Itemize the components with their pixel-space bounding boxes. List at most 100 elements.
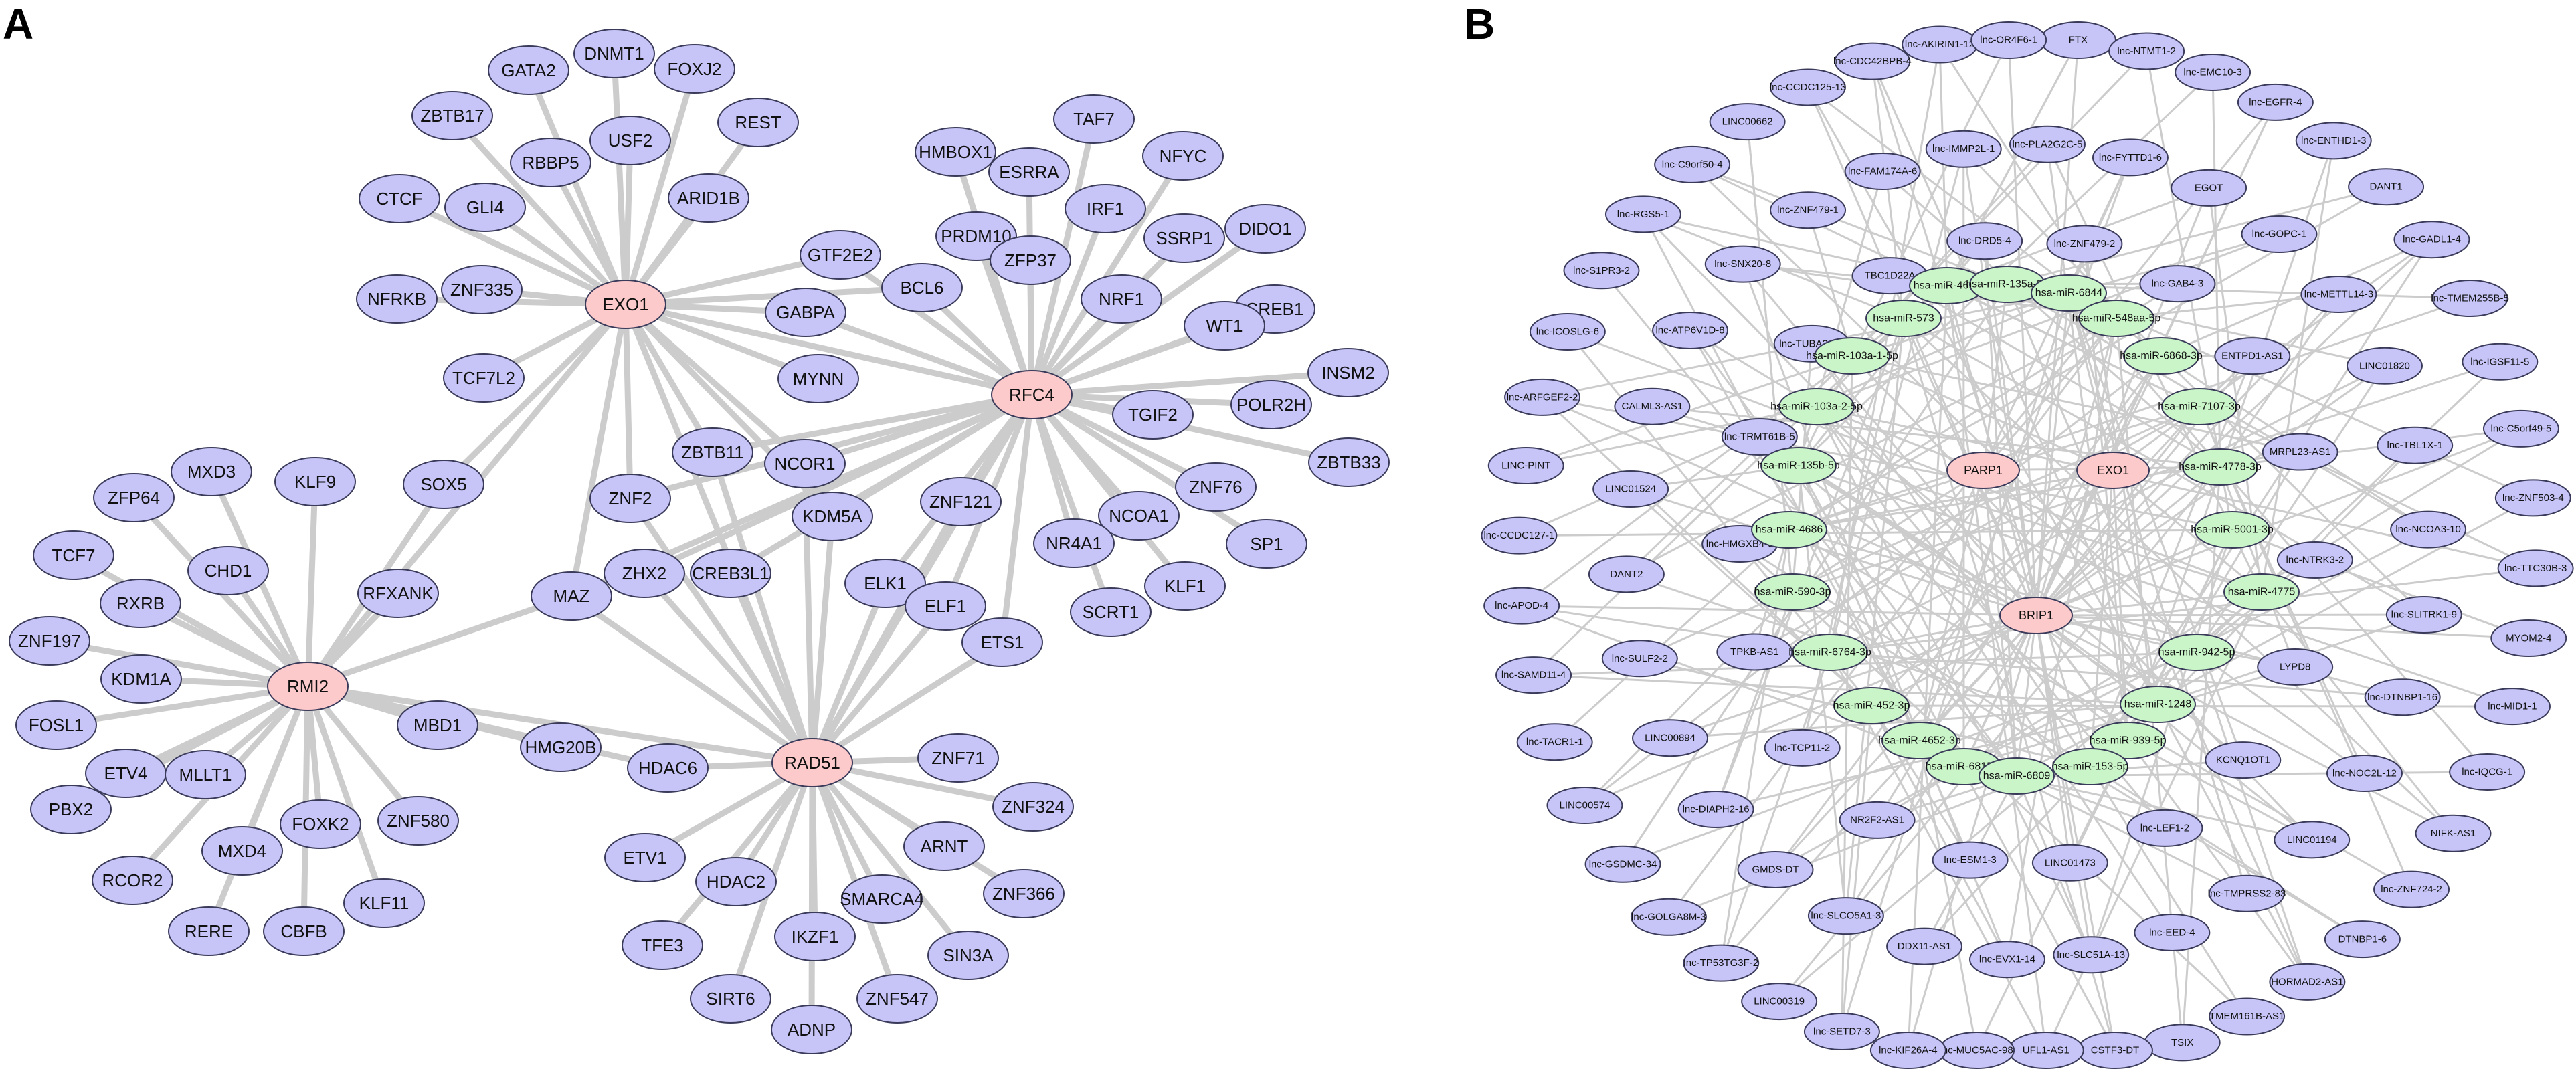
- b-node-lnc-s1pr3-2[interactable]: lnc-S1PR3-2: [1563, 252, 1640, 290]
- a-node-cbfb[interactable]: CBFB: [263, 906, 345, 956]
- b-node-hsa-mir-5001-3p[interactable]: hsa-miR-5001-3p: [2191, 511, 2274, 549]
- a-node-arid1b[interactable]: ARID1B: [668, 173, 749, 223]
- a-node-adnp[interactable]: ADNP: [771, 1005, 852, 1054]
- b-node-dant1[interactable]: DANT1: [2348, 168, 2425, 206]
- b-node-lnc-diaph2-16[interactable]: lnc-DIAPH2-16: [1677, 791, 1754, 829]
- a-node-hmbox1[interactable]: HMBOX1: [915, 127, 996, 177]
- a-node-irf1[interactable]: IRF1: [1065, 184, 1146, 233]
- b-node-lnc-arfgef2-2[interactable]: lnc-ARFGEF2-2: [1504, 378, 1581, 416]
- a-node-znf2[interactable]: ZNF2: [589, 474, 671, 523]
- a-node-hmg20b[interactable]: HMG20B: [520, 722, 602, 772]
- b-node-tsix[interactable]: TSIX: [2144, 1024, 2221, 1062]
- b-node-lnc-mid1-1[interactable]: lnc-MID1-1: [2474, 688, 2551, 726]
- a-node-etv4[interactable]: ETV4: [85, 749, 167, 798]
- a-node-taf7[interactable]: TAF7: [1053, 94, 1135, 144]
- a-node-elf1[interactable]: ELF1: [905, 581, 986, 631]
- a-node-ets1[interactable]: ETS1: [961, 617, 1043, 667]
- b-node-linc-pint[interactable]: LINC-PINT: [1487, 447, 1564, 485]
- a-node-znf121[interactable]: ZNF121: [920, 477, 1002, 526]
- b-node-hsa-mir-942-5p[interactable]: hsa-miR-942-5p: [2158, 634, 2235, 671]
- b-node-lnc-iqcg-1[interactable]: lnc-IQCG-1: [2449, 753, 2526, 791]
- a-node-rcor2[interactable]: RCOR2: [92, 856, 173, 905]
- a-node-arnt[interactable]: ARNT: [903, 821, 985, 871]
- a-node-znf324[interactable]: ZNF324: [992, 782, 1074, 832]
- a-node-rfc4[interactable]: RFC4: [991, 370, 1073, 419]
- b-node-dant2[interactable]: DANT2: [1588, 555, 1665, 593]
- b-node-lnc-fyttd1-6[interactable]: lnc-FYTTD1-6: [2092, 138, 2169, 177]
- a-node-mxd4[interactable]: MXD4: [201, 826, 283, 876]
- b-node-hsa-mir-939-5p[interactable]: hsa-miR-939-5p: [2090, 722, 2167, 759]
- b-node-hsa-mir-6764-3p[interactable]: hsa-miR-6764-3p: [1788, 634, 1871, 671]
- b-node-lnc-slitrk1-9[interactable]: lnc-SLITRK1-9: [2385, 596, 2462, 634]
- b-node-lnc-slc51a-13[interactable]: lnc-SLC51A-13: [2053, 936, 2130, 974]
- a-node-sp1[interactable]: SP1: [1226, 519, 1307, 569]
- b-node-lnc-sulf2-2[interactable]: lnc-SULF2-2: [1601, 640, 1678, 678]
- a-node-esrra[interactable]: ESRRA: [988, 147, 1070, 197]
- b-node-hsa-mir-452-3p[interactable]: hsa-miR-452-3p: [1833, 687, 1910, 724]
- a-node-rmi2[interactable]: RMI2: [267, 662, 349, 711]
- a-node-hdac6[interactable]: HDAC6: [627, 743, 709, 793]
- a-node-rest[interactable]: REST: [717, 98, 799, 147]
- b-node-lnc-apod-4[interactable]: lnc-APOD-4: [1483, 587, 1560, 625]
- b-node-hormad2-as1[interactable]: HORMAD2-AS1: [2269, 963, 2346, 1001]
- a-node-mllt1[interactable]: MLLT1: [165, 750, 246, 799]
- a-node-znf197[interactable]: ZNF197: [9, 616, 90, 666]
- a-node-zbtb11[interactable]: ZBTB11: [672, 427, 753, 477]
- b-node-hsa-mir-4652-3p[interactable]: hsa-miR-4652-3p: [1878, 722, 1961, 759]
- a-node-foxk2[interactable]: FOXK2: [280, 799, 361, 849]
- b-node-lnc-igsf11-5[interactable]: lnc-IGSF11-5: [2462, 343, 2539, 381]
- a-node-tcf7[interactable]: TCF7: [33, 530, 114, 580]
- b-node-lypd8[interactable]: LYPD8: [2257, 648, 2334, 686]
- b-node-entpd1-as1[interactable]: ENTPD1-AS1: [2214, 337, 2291, 375]
- b-node-hsa-mir-103a-2-5p[interactable]: hsa-miR-103a-2-5p: [1770, 388, 1863, 425]
- a-node-rxrb[interactable]: RXRB: [100, 579, 181, 628]
- a-node-wt1[interactable]: WT1: [1184, 301, 1265, 351]
- a-node-nrf1[interactable]: NRF1: [1081, 274, 1162, 324]
- b-node-tmem161b-as1[interactable]: TMEM161B-AS1: [2209, 997, 2286, 1036]
- a-node-zfp37[interactable]: ZFP37: [990, 235, 1071, 285]
- a-node-kdm5a[interactable]: KDM5A: [792, 492, 873, 541]
- b-node-lnc-ccdc125-13[interactable]: lnc-CCDC125-13: [1770, 68, 1846, 106]
- a-node-znf76[interactable]: ZNF76: [1175, 462, 1257, 512]
- a-node-exo1[interactable]: EXO1: [585, 280, 666, 329]
- b-node-lnc-fam174a-6[interactable]: lnc-FAM174A-6: [1844, 153, 1921, 191]
- b-node-lnc-immp2l-1[interactable]: lnc-IMMP2L-1: [1925, 130, 2002, 168]
- b-node-lnc-znf503-4[interactable]: lnc-ZNF503-4: [2494, 479, 2571, 517]
- b-node-linc00574[interactable]: LINC00574: [1546, 787, 1623, 825]
- b-node-lnc-kif26a-4[interactable]: lnc-KIF26A-4: [1869, 1032, 1946, 1069]
- b-node-lnc-tp53tg3f-2[interactable]: lnc-TP53TG3F-2: [1683, 944, 1760, 982]
- a-node-gabpa[interactable]: GABPA: [765, 288, 846, 337]
- b-node-lnc-tmprss2-83[interactable]: lnc-TMPRSS2-83: [2208, 874, 2286, 912]
- b-node-lnc-lef1-2[interactable]: lnc-LEF1-2: [2126, 809, 2203, 847]
- b-node-parp1[interactable]: PARP1: [1946, 452, 2020, 489]
- b-node-hsa-mir-7107-3p[interactable]: hsa-miR-7107-3p: [2158, 388, 2241, 425]
- b-node-exo1[interactable]: EXO1: [2076, 452, 2150, 489]
- b-node-lnc-gsdmc-34[interactable]: lnc-GSDMC-34: [1584, 845, 1661, 883]
- a-node-tgif2[interactable]: TGIF2: [1112, 390, 1194, 440]
- a-node-usf2[interactable]: USF2: [589, 116, 671, 165]
- a-node-sox5[interactable]: SOX5: [403, 460, 484, 509]
- b-node-lnc-ttc30b-3[interactable]: lnc-TTC30B-3: [2497, 549, 2574, 587]
- a-node-zhx2[interactable]: ZHX2: [604, 549, 685, 598]
- a-node-klf1[interactable]: KLF1: [1144, 561, 1226, 611]
- b-node-hsa-mir-1248[interactable]: hsa-miR-1248: [2120, 686, 2196, 723]
- a-node-elk1[interactable]: ELK1: [844, 559, 926, 608]
- b-node-tbc1d22a[interactable]: TBC1D22A: [1851, 257, 1928, 295]
- a-node-ncor1[interactable]: NCOR1: [764, 439, 846, 488]
- b-node-ftx[interactable]: FTX: [2039, 21, 2116, 59]
- b-node-linc00894[interactable]: LINC00894: [1632, 719, 1709, 757]
- b-node-hsa-mir-103a-1-5p[interactable]: hsa-miR-103a-1-5p: [1806, 337, 1898, 375]
- a-node-znf547[interactable]: ZNF547: [856, 974, 938, 1024]
- a-node-smarca4[interactable]: SMARCA4: [840, 874, 924, 924]
- b-node-lnc-trmt61b-5[interactable]: lnc-TRMT61B-5: [1721, 418, 1798, 456]
- b-node-lnc-atp6v1d-8[interactable]: lnc-ATP6V1D-8: [1652, 311, 1729, 349]
- b-node-hsa-mir-135a-5p[interactable]: hsa-miR-135a-5p: [1966, 266, 2049, 303]
- b-node-lnc-gab4-3[interactable]: lnc-GAB4-3: [2139, 265, 2216, 303]
- a-node-ssrp1[interactable]: SSRP1: [1143, 213, 1225, 263]
- b-node-dtnbp1-6[interactable]: DTNBP1-6: [2324, 920, 2401, 959]
- a-node-scrt1[interactable]: SCRT1: [1070, 587, 1152, 637]
- a-node-rad51[interactable]: RAD51: [771, 738, 853, 787]
- b-node-lnc-icoslg-6[interactable]: lnc-ICOSLG-6: [1529, 312, 1606, 351]
- b-node-hsa-mir-6844[interactable]: hsa-miR-6844: [2031, 274, 2107, 312]
- b-node-lnc-tcp11-2[interactable]: lnc-TCP11-2: [1764, 728, 1841, 767]
